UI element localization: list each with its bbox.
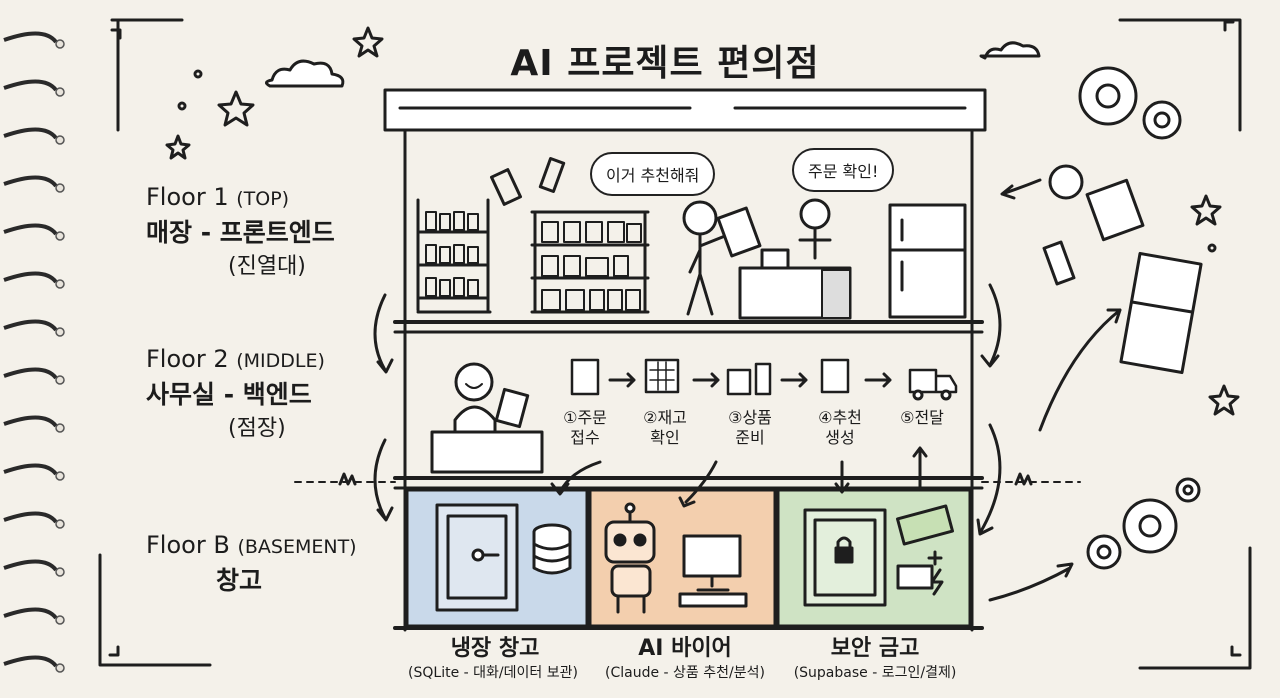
step-label-1: 추천 <box>832 408 862 427</box>
floor-name: Floor B <box>146 531 230 559</box>
floor-name: Floor 1 <box>146 183 229 211</box>
step-number: ② <box>643 408 658 427</box>
customer-speech-bubble: 이거 추천해줘 <box>590 152 716 196</box>
floor-note: (점장) <box>228 416 286 441</box>
floor-role: 사무실 - 백엔드 <box>146 380 312 409</box>
step-label-1: 주문 <box>577 408 607 427</box>
storage-sub-sqlite: (SQLite - 대화/데이터 보관) <box>408 665 578 681</box>
floor-tag: (MIDDLE) <box>236 350 325 372</box>
step-deliver: ⑤전달 <box>882 408 962 428</box>
page-title: AI 프로젝트 편의점 <box>510 43 820 84</box>
step-label-1: 상품 <box>742 408 772 427</box>
step-label-1: 재고 <box>657 408 687 427</box>
storage-title-claude: AI 바이어 <box>638 636 732 661</box>
step-order-receive: ①주문 접수 <box>545 408 625 448</box>
spiral-binding <box>3 31 65 673</box>
clerk-speech-bubble: 주문 확인! <box>792 148 895 192</box>
step-label-2: 준비 <box>735 428 765 447</box>
floor-role: 매장 - 프론트엔드 <box>146 218 335 247</box>
storage-title-sqlite: 냉장 창고 <box>450 636 540 661</box>
storage-sub-claude: (Claude - 상품 추천/분석) <box>605 665 765 681</box>
floor-note: (진열대) <box>228 254 306 279</box>
step-number: ⑤ <box>900 408 915 427</box>
floor-name: Floor 2 <box>146 345 229 373</box>
step-label-2: 확인 <box>650 428 680 447</box>
floor-label-top: Floor 1 (TOP) 매장 - 프론트엔드 (진열대) <box>146 180 335 284</box>
storage-title-supabase: 보안 금고 <box>830 636 920 661</box>
step-label-2: 접수 <box>570 428 600 447</box>
step-product-prepare: ③상품 준비 <box>710 408 790 448</box>
storage-sub-supabase: (Supabase - 로그인/결제) <box>793 665 957 681</box>
step-number: ① <box>563 408 578 427</box>
step-recommend-generate: ④추천 생성 <box>800 408 880 448</box>
step-stock-check: ②재고 확인 <box>625 408 705 448</box>
floor-tag: (TOP) <box>236 188 290 210</box>
floor-tag: (BASEMENT) <box>237 536 357 558</box>
step-number: ④ <box>818 408 833 427</box>
step-label-2: 생성 <box>825 428 855 447</box>
floor-role: 창고 <box>216 566 263 595</box>
step-label-1: 전달 <box>914 408 944 427</box>
floor-label-basement: Floor B (BASEMENT) 창고 <box>146 528 357 598</box>
step-number: ③ <box>728 408 743 427</box>
floor-label-middle: Floor 2 (MIDDLE) 사무실 - 백엔드 (점장) <box>146 342 325 446</box>
